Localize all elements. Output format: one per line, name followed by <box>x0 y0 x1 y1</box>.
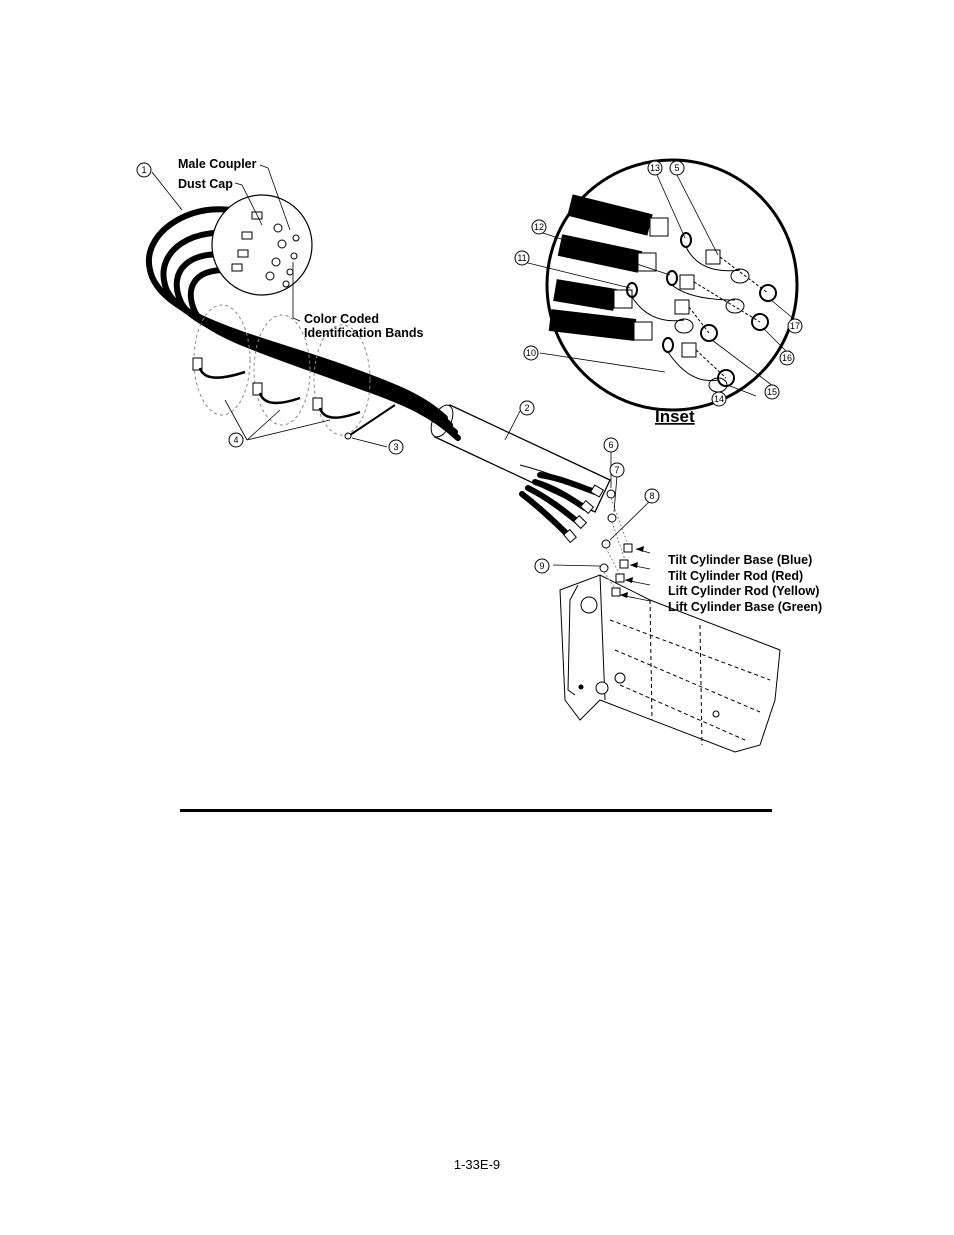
label-tilt-base: Tilt Cylinder Base (Blue) <box>668 553 812 567</box>
inset-circle <box>545 158 799 412</box>
callout-3: 3 <box>393 442 398 452</box>
label-lift-base: Lift Cylinder Base (Green) <box>668 600 822 614</box>
callout-11: 11 <box>517 253 526 263</box>
callout-4: 4 <box>233 435 238 445</box>
callout-1: 1 <box>141 165 146 175</box>
label-color-coded: Color Coded <box>304 312 379 326</box>
loader-arm <box>559 574 781 753</box>
callout-6: 6 <box>608 440 613 450</box>
callout-12: 12 <box>534 222 544 232</box>
callout-8: 8 <box>649 491 654 501</box>
callout-16: 16 <box>782 353 792 363</box>
label-lift-rod: Lift Cylinder Rod (Yellow) <box>668 584 819 598</box>
hose-kit-diagram: 1 2 3 4 5 6 7 8 9 10 11 12 13 14 15 16 1… <box>136 157 822 753</box>
callouts <box>136 160 803 574</box>
label-identification-bands: Identification Bands <box>304 326 424 340</box>
hose-fittings <box>563 484 605 544</box>
label-tilt-rod: Tilt Cylinder Rod (Red) <box>668 569 803 583</box>
page-number: 1-33E-9 <box>453 1157 501 1172</box>
callout-13: 13 <box>650 163 660 173</box>
tie-wrap <box>344 404 396 440</box>
inset-title: Inset <box>655 407 695 426</box>
label-male-coupler: Male Coupler <box>178 157 257 171</box>
callout-10: 10 <box>526 348 536 358</box>
callout-7: 7 <box>614 465 619 475</box>
coupler-detail-circle <box>211 194 313 296</box>
callout-5: 5 <box>674 163 679 173</box>
callout-9: 9 <box>539 561 544 571</box>
arrowheads <box>620 546 644 598</box>
callout-14: 14 <box>714 394 724 404</box>
hydraulic-hoses <box>145 206 598 538</box>
label-dust-cap: Dust Cap <box>178 177 233 191</box>
horizontal-rule <box>180 809 772 812</box>
hose-sleeve <box>430 404 611 513</box>
o-rings <box>599 489 633 597</box>
dust-caps <box>192 304 371 436</box>
callout-2: 2 <box>524 403 529 413</box>
callout-15: 15 <box>767 387 777 397</box>
callout-17: 17 <box>790 321 800 331</box>
